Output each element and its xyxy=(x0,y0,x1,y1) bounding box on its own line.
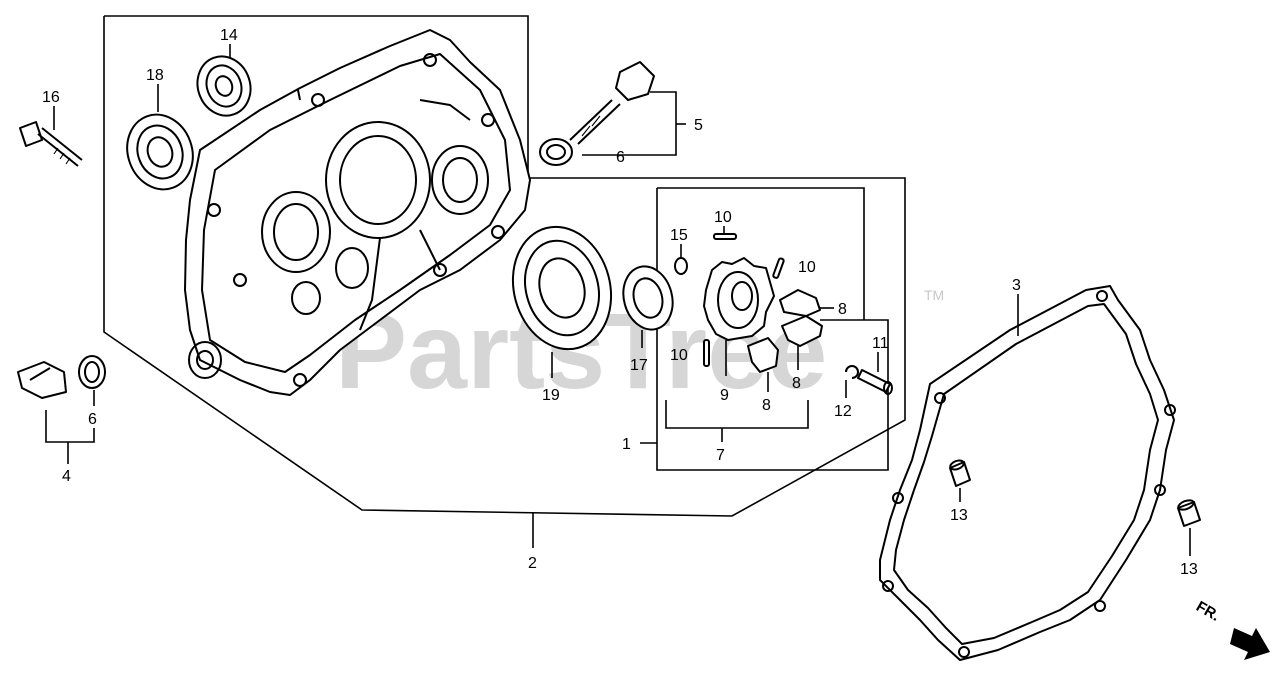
callout-11: 11 xyxy=(872,335,889,352)
group-bracket-7 xyxy=(665,400,809,429)
dowel-13-inner xyxy=(949,459,971,487)
group-bracket-5 xyxy=(582,91,677,156)
pin-10-right xyxy=(772,257,785,279)
watermark-tm: TM xyxy=(924,287,944,303)
callout-13-outer: 13 xyxy=(1180,561,1198,578)
pin-10-left xyxy=(703,339,710,367)
seal-6 xyxy=(539,138,573,166)
callout-14: 14 xyxy=(220,27,238,44)
crankcase-cover xyxy=(184,29,531,396)
group-outline-2 xyxy=(103,15,906,517)
bearing-19 xyxy=(511,225,613,351)
callout-19: 19 xyxy=(542,387,560,404)
callout-13-inner: 13 xyxy=(950,507,968,524)
callout-4: 4 xyxy=(62,468,71,485)
callout-16: 16 xyxy=(42,89,60,106)
washer-6 xyxy=(78,355,106,389)
callout-5: 5 xyxy=(694,117,703,134)
weight-8-bottom xyxy=(747,337,779,373)
callout-10-left: 10 xyxy=(670,347,688,364)
callout-15: 15 xyxy=(670,227,688,244)
callout-7: 7 xyxy=(716,447,725,464)
callout-17: 17 xyxy=(630,357,648,374)
pin-10-top xyxy=(713,233,737,240)
callout-1: 1 xyxy=(622,436,631,453)
clip-12 xyxy=(845,365,859,379)
dowel-13-outer xyxy=(1177,499,1201,527)
callout-10-right: 10 xyxy=(798,259,816,276)
bearing-18 xyxy=(126,113,194,191)
bearing-17 xyxy=(622,265,674,331)
front-direction-label: FR. xyxy=(1193,598,1222,625)
gear-9 xyxy=(703,257,775,341)
callout-3: 3 xyxy=(1012,277,1021,294)
callout-10-top: 10 xyxy=(714,209,732,226)
bolt-16 xyxy=(19,121,83,167)
group-bracket-4 xyxy=(45,410,95,443)
group-outline-1b xyxy=(656,188,889,471)
callout-9: 9 xyxy=(720,387,729,404)
gasket-3 xyxy=(879,285,1176,661)
callout-8-mid: 8 xyxy=(792,375,801,392)
callout-18: 18 xyxy=(146,67,164,84)
dipstick-5 xyxy=(569,61,655,145)
weight-8-top xyxy=(779,289,821,317)
shaft-11 xyxy=(857,369,893,395)
group-outline-1 xyxy=(657,187,865,320)
callout-8-bottom: 8 xyxy=(762,397,771,414)
callout-6-plug: 6 xyxy=(88,411,97,428)
drain-plug-4 xyxy=(17,361,67,399)
callout-2: 2 xyxy=(528,555,537,572)
washer-15 xyxy=(674,257,688,275)
callout-6-dipstick: 6 xyxy=(616,149,625,166)
callout-8-top: 8 xyxy=(838,301,847,318)
weight-8-mid xyxy=(781,315,823,347)
front-direction-arrow xyxy=(1230,628,1270,660)
bearing-14 xyxy=(196,55,252,117)
callout-12: 12 xyxy=(834,403,852,420)
